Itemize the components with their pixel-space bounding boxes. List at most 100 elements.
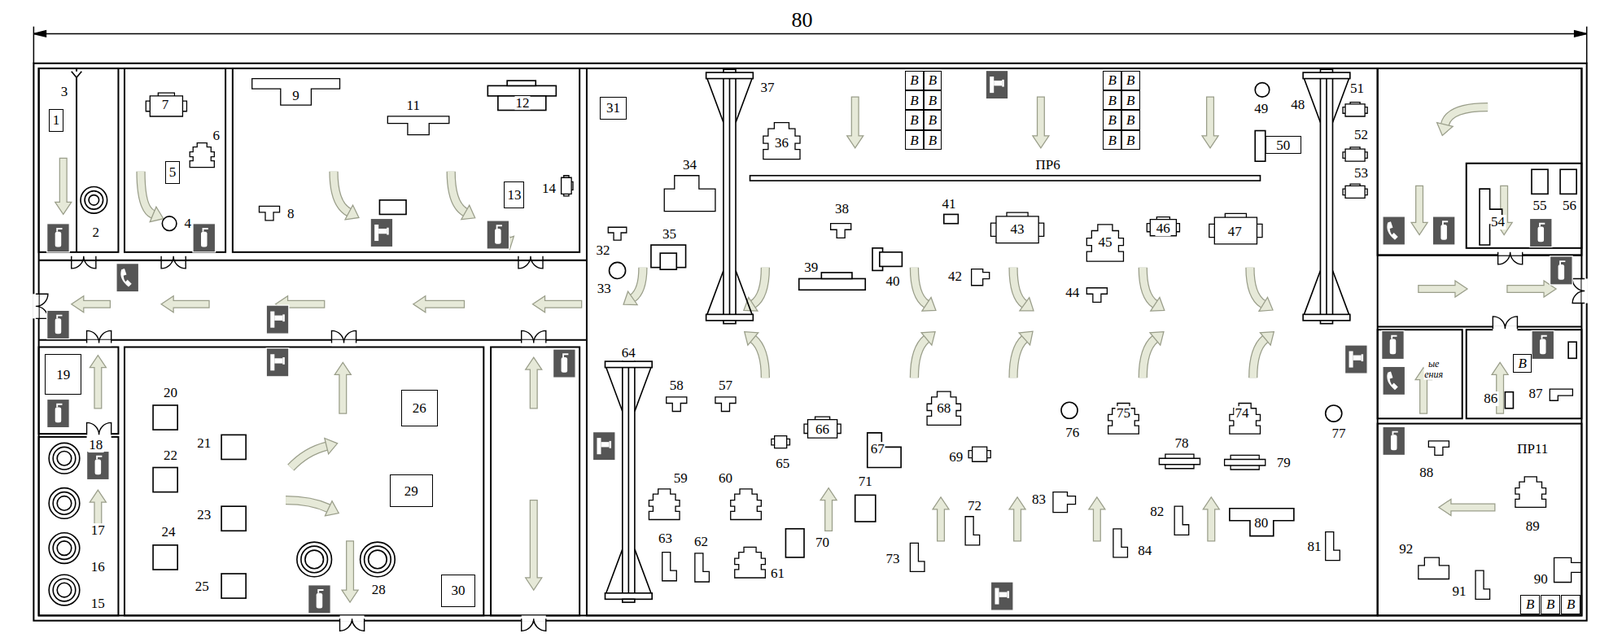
equipment-box: В	[1121, 90, 1141, 110]
callout-number: 91	[1451, 584, 1467, 599]
fire-extinguisher-icon	[1539, 338, 1547, 355]
machine-symbol	[944, 214, 959, 223]
machine-symbol	[909, 542, 925, 572]
door-leaf	[87, 422, 112, 435]
machine-symbol	[189, 143, 215, 168]
tank-symbol	[52, 537, 76, 560]
callout-number: 81	[1306, 539, 1322, 555]
fire-extinguisher-icon	[95, 459, 102, 475]
machine-symbol	[734, 546, 766, 578]
box-label: В	[909, 73, 919, 88]
callout-number: 90	[1533, 572, 1549, 587]
machine-symbol	[1229, 508, 1294, 537]
flow-arrowhead	[922, 297, 936, 311]
fire-extinguisher-icon	[47, 398, 70, 428]
box-label: В	[1126, 73, 1135, 88]
flow-arrow	[1032, 96, 1050, 149]
wall	[1377, 424, 1583, 617]
machine-symbol	[968, 446, 991, 462]
flow-arrow	[413, 296, 465, 313]
box-label: В	[1518, 356, 1527, 371]
crane-beam	[628, 365, 630, 595]
machine-symbol	[804, 416, 841, 438]
box-label: В	[1126, 113, 1135, 127]
door-symbol	[331, 330, 356, 346]
machine-symbol	[1325, 532, 1341, 561]
equipment-box: 13	[503, 181, 525, 209]
flow-arrowhead	[1019, 297, 1034, 311]
equipment-box: 29	[389, 474, 433, 508]
box-label: В	[1107, 93, 1116, 108]
door-leaf	[521, 330, 547, 343]
fire-extinguisher-icon	[1529, 218, 1552, 247]
fire-extinguisher-icon	[1432, 216, 1456, 245]
equipment-box: В	[1102, 130, 1122, 150]
equipment-box: В	[904, 130, 924, 150]
machine-symbol	[1086, 224, 1124, 262]
flow-arrow	[1438, 498, 1496, 516]
phone-icon	[1382, 216, 1406, 245]
machine-symbol	[1053, 492, 1076, 513]
flow-arrow	[450, 171, 466, 213]
door-leaf	[518, 256, 543, 269]
flow-arrow	[632, 267, 643, 299]
fire-extinguisher-icon	[1529, 218, 1552, 247]
flow-arrow	[1009, 497, 1026, 542]
callout-number: 35	[661, 227, 678, 242]
flow-arrow	[450, 171, 466, 213]
flow-arrow	[1253, 338, 1266, 378]
flow-arrow	[1411, 185, 1428, 235]
fire-extinguisher-icon	[1560, 261, 1566, 265]
fire-extinguisher-icon	[308, 585, 332, 614]
flow-arrow	[1250, 267, 1264, 305]
tank-symbol	[364, 546, 392, 573]
door-symbol	[32, 293, 49, 319]
equipment-box: В	[1121, 70, 1141, 91]
door-leaf	[331, 330, 356, 343]
flow-arrow	[932, 497, 949, 542]
phone-icon	[116, 263, 140, 293]
machine-symbol	[1342, 102, 1368, 117]
wall	[490, 346, 580, 616]
fire-hydrant-icon	[998, 592, 1007, 598]
callout-number: 25	[194, 579, 210, 595]
callout-number: 51	[1349, 81, 1365, 97]
equipment-box: 30	[441, 574, 477, 608]
machine-symbol	[1229, 402, 1261, 434]
equipment	[48, 69, 1581, 606]
machine-symbol	[830, 223, 852, 239]
equipment-box: В	[1102, 70, 1122, 91]
callout-number: 6	[212, 128, 222, 144]
tank-symbol	[609, 262, 626, 279]
phone-icon	[1386, 371, 1398, 391]
flow-arrowhead	[1437, 122, 1454, 136]
equipment-box: В	[923, 109, 943, 130]
tank-symbol	[52, 446, 76, 470]
flow-arrow	[341, 541, 359, 603]
equipment-box: В	[904, 90, 924, 110]
flow-arrow	[89, 355, 106, 409]
callout-number: 69	[948, 450, 964, 465]
door-symbol	[518, 253, 543, 269]
box-label: 30	[450, 583, 465, 598]
wall	[232, 68, 580, 253]
flow-arrow	[1142, 338, 1155, 378]
crane-symbol	[706, 69, 754, 324]
fire-extinguisher-icon	[201, 231, 208, 248]
door-leaf	[161, 256, 186, 269]
flow-arrow	[334, 362, 351, 414]
box-label: 1	[52, 113, 61, 127]
tank-symbol	[56, 541, 72, 556]
fire-hydrant-icon	[282, 357, 285, 365]
machine-symbol	[153, 467, 178, 493]
fire-extinguisher-icon	[47, 310, 70, 339]
machine-symbol	[145, 92, 187, 117]
fire-extinguisher-icon	[96, 456, 102, 460]
wall	[75, 68, 78, 253]
flow-arrowhead	[324, 437, 338, 454]
machine-symbol	[1174, 506, 1190, 535]
crane-bar	[622, 598, 635, 603]
fire-hydrant-icon	[990, 581, 1014, 611]
fire-extinguisher-icon	[55, 407, 62, 424]
machine-symbol	[1342, 183, 1368, 198]
